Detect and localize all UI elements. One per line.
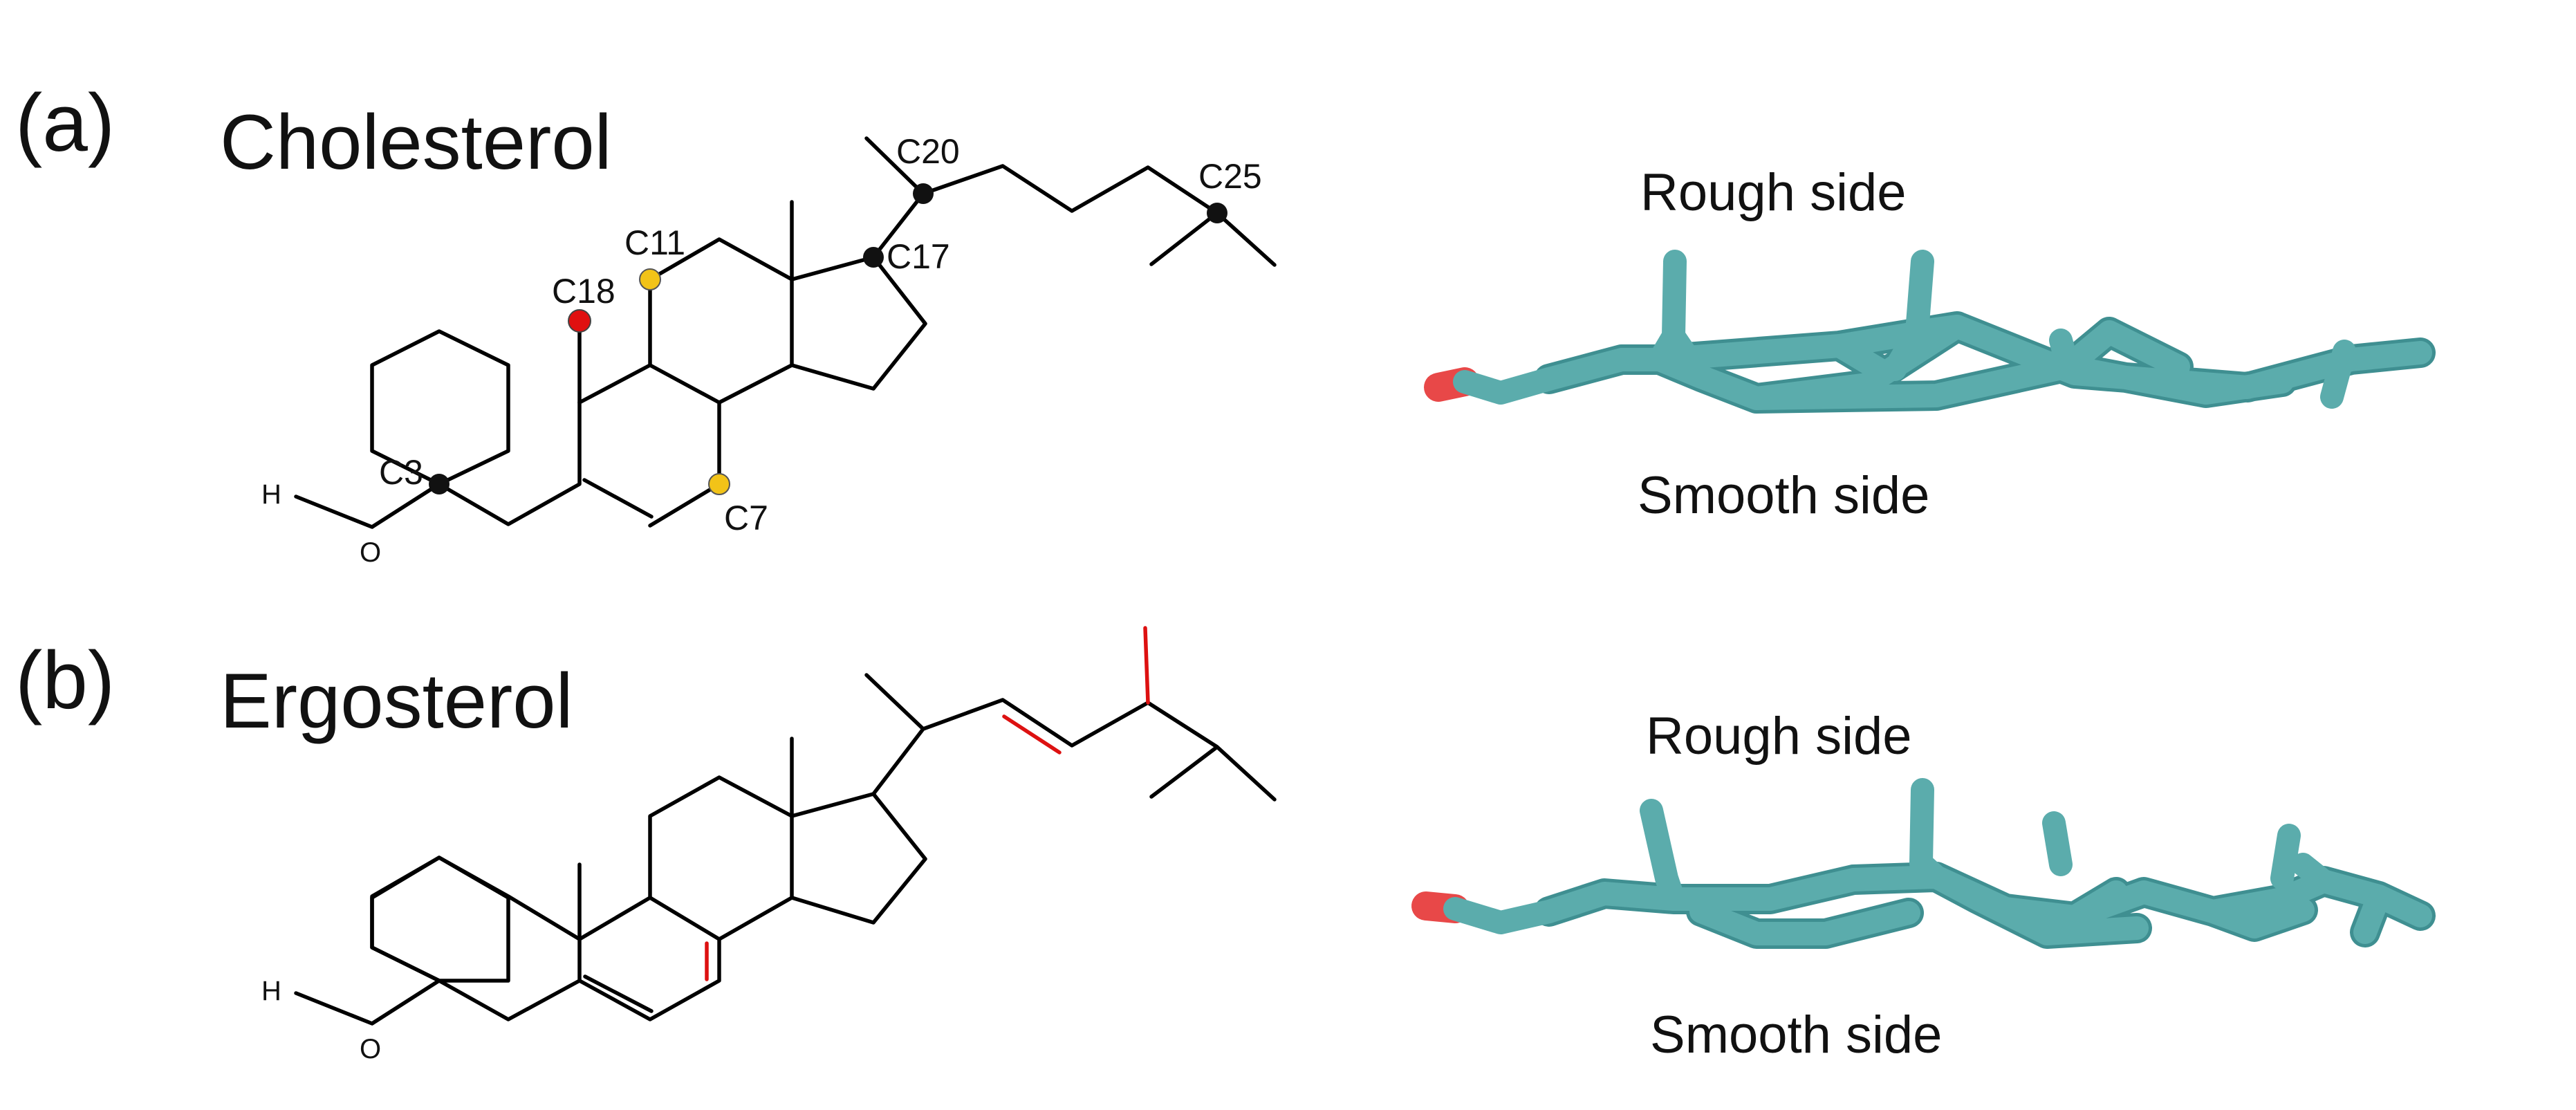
c20-label: C20 bbox=[896, 132, 960, 171]
panel-b-label: (b) bbox=[15, 635, 115, 726]
cholesterol-title: Cholesterol bbox=[220, 99, 612, 185]
hydroxyl-h-label: H bbox=[261, 479, 281, 510]
cholesterol-rough-side-label: Rough side bbox=[1640, 163, 1907, 222]
panel-a-label: (a) bbox=[15, 77, 115, 169]
c25-marker bbox=[1207, 203, 1227, 223]
c11-label: C11 bbox=[624, 223, 685, 262]
panel-a: (a) Cholesterol bbox=[15, 77, 2436, 568]
ergosterol-hydroxyl-h-label: H bbox=[261, 976, 281, 1006]
hydroxyl-o-label: O bbox=[360, 537, 381, 568]
c25-label: C25 bbox=[1198, 157, 1262, 196]
ergosterol-stick-model bbox=[1411, 778, 2436, 949]
c3-label: C3 bbox=[379, 453, 423, 492]
ergosterol-title: Ergosterol bbox=[220, 658, 573, 744]
c7-marker bbox=[708, 473, 730, 495]
c7-label: C7 bbox=[724, 499, 768, 537]
ergosterol-hydroxyl-o-label: O bbox=[360, 1034, 381, 1064]
cholesterol-smooth-side-label: Smooth side bbox=[1638, 466, 1929, 525]
ergosterol-rough-side-label: Rough side bbox=[1646, 707, 1912, 766]
panel-b: (b) Ergosterol H O Rough si bbox=[15, 626, 2436, 1064]
cholesterol-stick-model bbox=[1424, 250, 2436, 414]
c20-marker bbox=[913, 183, 934, 204]
c17-marker bbox=[863, 247, 884, 268]
ergosterol-smooth-side-label: Smooth side bbox=[1650, 1006, 1942, 1064]
c3-marker bbox=[429, 474, 450, 494]
c17-label: C17 bbox=[887, 237, 950, 276]
cholesterol-skeletal-structure: C3 C7 C11 C17 C18 C20 C25 H O bbox=[261, 132, 1277, 568]
ergosterol-skeletal-structure: H O bbox=[261, 626, 1277, 1064]
c18-marker bbox=[568, 309, 591, 333]
c11-marker bbox=[639, 268, 661, 290]
c18-label: C18 bbox=[552, 272, 615, 311]
